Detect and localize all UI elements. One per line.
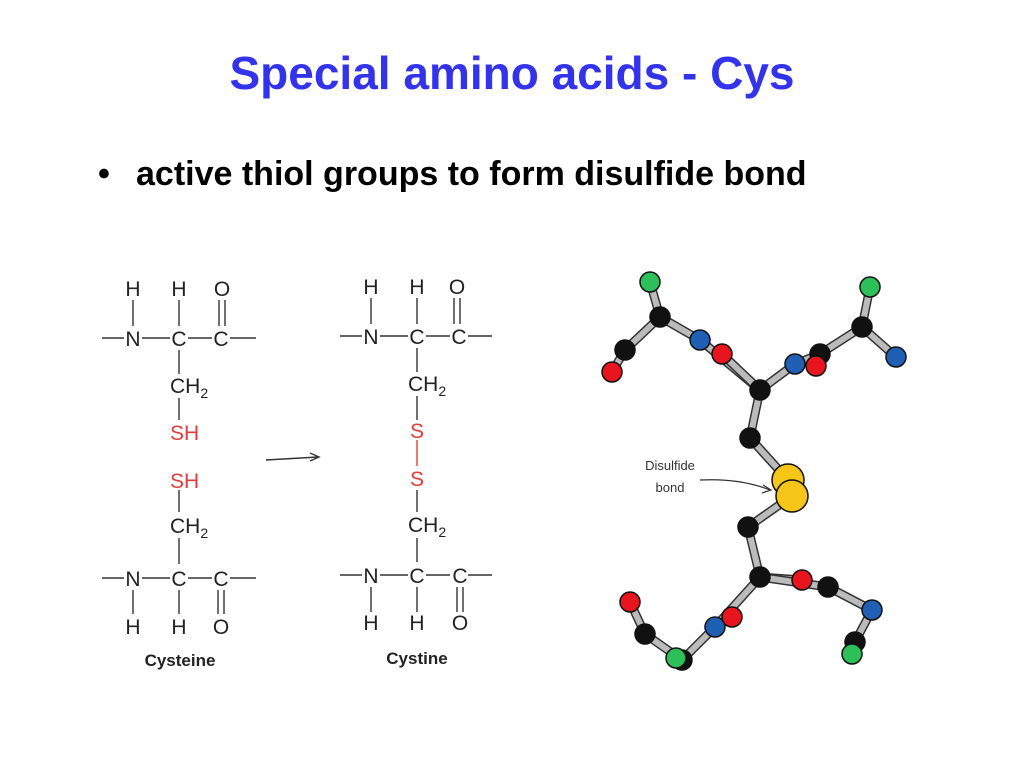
carbon-atom	[817, 576, 839, 598]
carbon-atom	[634, 623, 656, 645]
cystine-bottom-h1: H	[363, 612, 378, 635]
disulfide-label-line1: Disulfide	[645, 458, 695, 473]
cysteine-bottom-h1: H	[125, 616, 140, 639]
cystine-top-n: N	[363, 326, 378, 349]
hydrogen-atom	[859, 276, 881, 298]
structural-formula-diagram: H H O N C C CH2 SH SH CH2 N C C H H O Cy…	[102, 276, 492, 670]
cysteine-top-sh: SH	[170, 422, 199, 445]
hydrogen-atom	[665, 647, 687, 669]
cystine-top-h1: H	[363, 276, 378, 299]
carbon-atom	[749, 379, 771, 401]
cystine-top-o: O	[449, 276, 465, 299]
cystine-top-ch2: CH2	[408, 373, 446, 399]
bullet-item: • active thiol groups to form disulfide b…	[98, 155, 807, 194]
cysteine-bottom-ch2: CH2	[170, 515, 208, 541]
cysteine-top-ch2: CH2	[170, 375, 208, 401]
nitrogen-atom	[784, 353, 806, 375]
oxygen-atom	[711, 343, 733, 365]
cystine-top-c2: C	[451, 326, 466, 349]
cystine-bottom-n: N	[363, 565, 378, 588]
nitrogen-atom	[704, 616, 726, 638]
oxygen-atom	[721, 606, 743, 628]
bullet-marker: •	[98, 155, 110, 193]
cysteine-top-h2: H	[171, 278, 186, 301]
cystine-top-c1: C	[409, 326, 424, 349]
cystine-top-h2: H	[409, 276, 424, 299]
cysteine-top-h1: H	[125, 278, 140, 301]
cysteine-bottom-o: O	[213, 616, 229, 639]
oxygen-atom	[791, 569, 813, 591]
disulfide-label-arrow	[699, 479, 773, 494]
cysteine-bottom-h2: H	[171, 616, 186, 639]
hydrogen-atom	[841, 643, 863, 665]
cysteine-bottom-n: N	[125, 568, 140, 591]
oxygen-atom	[805, 355, 827, 377]
sulfur-atom	[775, 479, 809, 513]
cystine-caption: Cystine	[386, 649, 447, 668]
oxygen-atom	[601, 361, 623, 383]
hydrogen-atom	[639, 271, 661, 293]
carbon-atom	[739, 427, 761, 449]
nitrogen-atom	[689, 329, 711, 351]
carbon-atom	[737, 516, 759, 538]
carbon-atom	[614, 339, 636, 361]
cystine-bottom-c1: C	[409, 565, 424, 588]
cysteine-top-c2: C	[213, 328, 228, 351]
cystine-bottom-s: S	[410, 468, 424, 491]
model-atoms	[601, 271, 907, 671]
cystine-top-s: S	[410, 420, 424, 443]
cystine-bottom-o: O	[452, 612, 468, 635]
cysteine-bottom-c1: C	[171, 568, 186, 591]
nitrogen-atom	[861, 599, 883, 621]
cysteine-top-c1: C	[171, 328, 186, 351]
cysteine-caption: Cysteine	[145, 651, 216, 670]
cysteine-bottom-sh: SH	[170, 470, 199, 493]
slide-title: Special amino acids - Cys	[229, 47, 795, 99]
oxygen-atom	[619, 591, 641, 613]
cysteine-bottom-c2: C	[213, 568, 228, 591]
ball-and-stick-model: Disulfide bond	[601, 271, 907, 671]
cysteine-top-o: O	[214, 278, 230, 301]
bullet-text: active thiol groups to form disulfide bo…	[136, 155, 807, 193]
cystine-bottom-c2: C	[452, 565, 467, 588]
carbon-atom	[749, 566, 771, 588]
carbon-atom	[851, 316, 873, 338]
carbon-atom	[649, 306, 671, 328]
cystine-bottom-h2: H	[409, 612, 424, 635]
cysteine-top-n: N	[125, 328, 140, 351]
cystine-bottom-ch2: CH2	[408, 514, 446, 540]
nitrogen-atom	[885, 346, 907, 368]
disulfide-label-line2: bond	[656, 480, 685, 495]
